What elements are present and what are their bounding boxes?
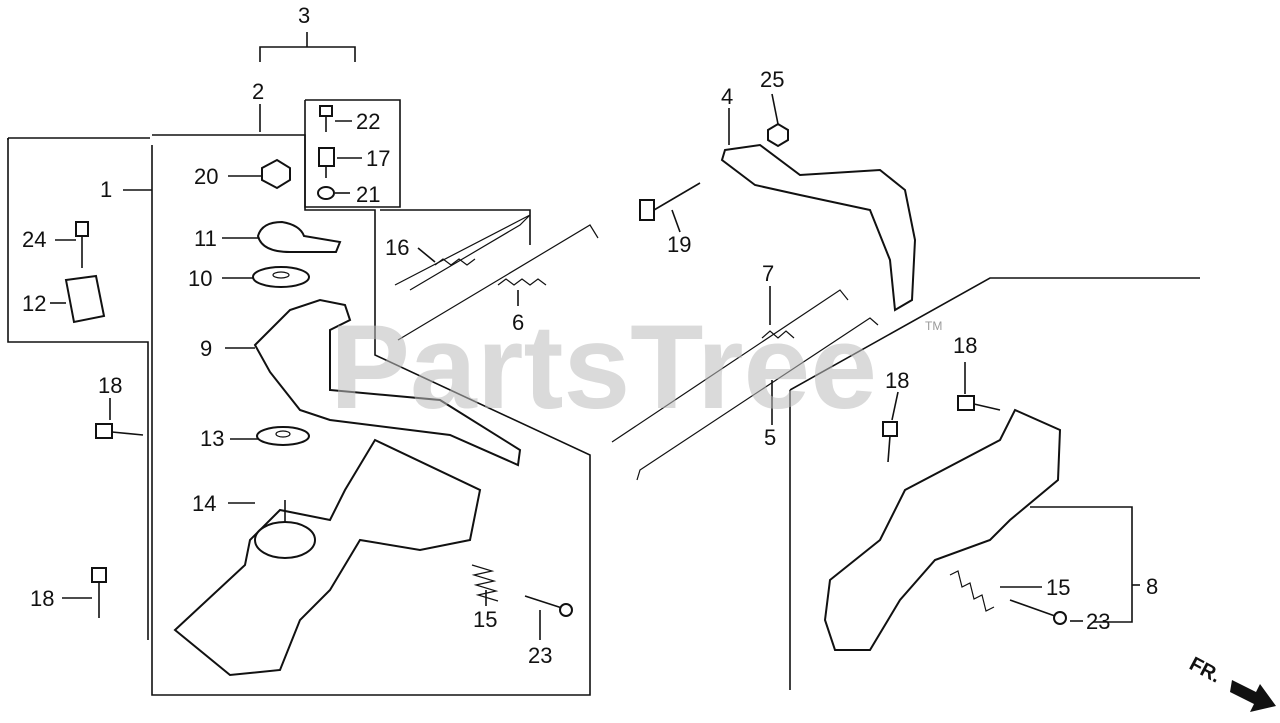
callout-15-left: 15 — [473, 607, 497, 632]
callout-19: 19 — [667, 232, 691, 257]
bolt-22 — [319, 105, 333, 117]
washer-13 — [256, 426, 310, 446]
callout-7: 7 — [762, 261, 774, 286]
parts-art — [64, 105, 1067, 677]
front-direction-indicator: FR. — [1186, 653, 1276, 712]
callout-18-right-mid: 18 — [885, 368, 909, 393]
control-base-14 — [173, 438, 482, 677]
callout-11: 11 — [194, 226, 217, 251]
callout-9: 9 — [200, 336, 212, 361]
arm-4 — [720, 143, 917, 312]
nut-25 — [767, 122, 789, 148]
leader-lines — [50, 93, 1083, 640]
clip-12 — [64, 274, 106, 324]
bolt-19 — [639, 199, 655, 221]
callout-18-right-top: 18 — [953, 333, 977, 358]
bracket-9 — [253, 298, 522, 467]
callout-15-right: 15 — [1046, 575, 1070, 600]
callout-23-right: 23 — [1086, 609, 1110, 634]
bolt-18a — [95, 423, 113, 439]
rod-5 — [636, 317, 879, 481]
group-bracket-lines — [7, 32, 1200, 696]
callout-2: 2 — [252, 79, 264, 104]
callout-20: 20 — [194, 164, 218, 189]
callout-6: 6 — [512, 310, 524, 335]
callout-23-left: 23 — [528, 643, 552, 668]
watermark: PartsTree — [330, 300, 877, 434]
screw-23b — [1009, 599, 1056, 617]
callout-16: 16 — [385, 235, 409, 260]
callout-14: 14 — [192, 491, 216, 516]
callout-18-left-top: 18 — [98, 373, 122, 398]
callout-17: 17 — [366, 146, 390, 171]
front-label: FR. — [1186, 653, 1225, 688]
callout-22: 22 — [356, 109, 380, 134]
callout-24: 24 — [22, 227, 46, 252]
callout-21: 21 — [356, 182, 380, 207]
callout-8: 8 — [1146, 574, 1158, 599]
nut-20 — [261, 158, 291, 190]
part-11 — [256, 220, 342, 253]
callout-12: 12 — [22, 291, 46, 316]
callout-25: 25 — [760, 67, 784, 92]
callout-13: 13 — [200, 426, 224, 451]
bracket-8 — [823, 408, 1062, 651]
callout-5: 5 — [764, 425, 776, 450]
callout-3: 3 — [298, 3, 310, 28]
callouts: 3 2 1 22 17 21 20 24 12 11 10 9 18 13 14… — [22, 3, 1158, 668]
spring-rod-16 — [394, 214, 531, 291]
callout-1: 1 — [100, 177, 112, 202]
rod-7 — [611, 289, 849, 443]
bolt-18b — [91, 567, 107, 583]
watermark-tm: TM — [925, 319, 942, 333]
screw-23a — [524, 595, 563, 609]
callout-4: 4 — [721, 84, 733, 109]
callout-10: 10 — [188, 266, 212, 291]
bolt-18d — [882, 421, 898, 437]
arrow-icon — [1230, 680, 1276, 712]
screw-24 — [75, 221, 89, 237]
spring-15b — [949, 570, 995, 612]
washer-21 — [317, 186, 335, 200]
washer-10 — [252, 266, 310, 288]
bolt-18c — [957, 395, 975, 411]
spring-15a — [471, 564, 499, 602]
collar-17 — [318, 147, 335, 167]
callout-18-left-bottom: 18 — [30, 586, 54, 611]
spring-rod-6 — [397, 224, 599, 341]
